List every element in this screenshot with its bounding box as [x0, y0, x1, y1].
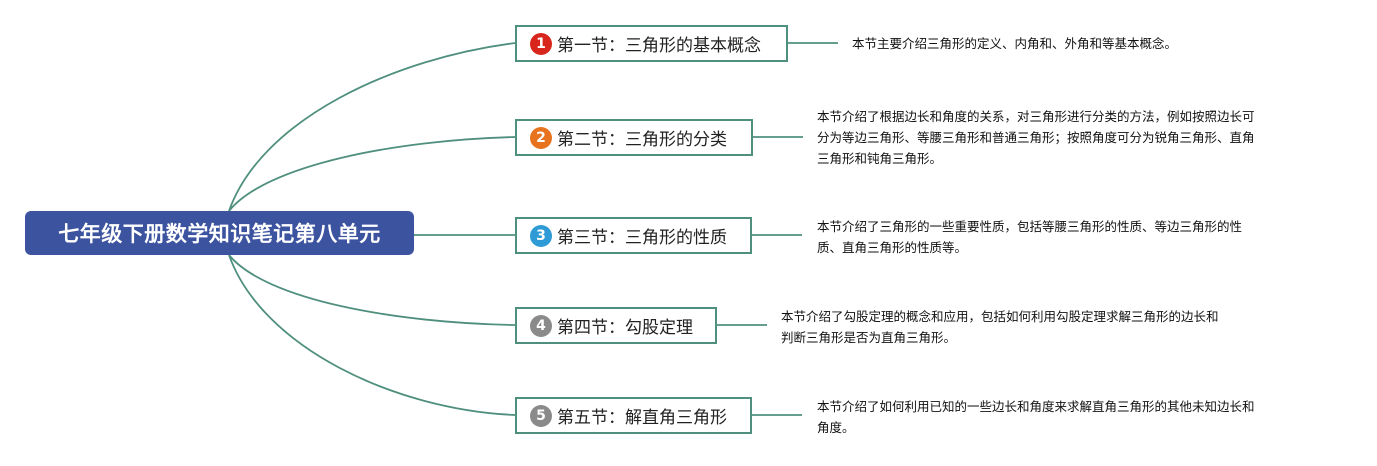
number-badge-icon: 2 [530, 126, 552, 149]
branch-title: 第五节：解直角三角形 [557, 408, 727, 428]
branch-node-4[interactable]: 4 第四节：勾股定理 [515, 307, 717, 344]
branch-node-3[interactable]: 3 第三节：三角形的性质 [515, 217, 752, 254]
root-topic-label: 七年级下册数学知识笔记第八单元 [58, 222, 381, 246]
connector-root-branch-1 [228, 42, 516, 212]
branch-title: 第二节：三角形的分类 [557, 130, 727, 150]
branch-description-5: 本节介绍了如何利用已知的一些边长和角度来求解直角三角形的其他未知边长和 角度。 [817, 396, 1255, 438]
branch-description-3: 本节介绍了三角形的一些重要性质，包括等腰三角形的性质、等边三角形的性 质、直角三… [817, 216, 1242, 258]
branch-description-1: 本节主要介绍三角形的定义、内角和、外角和等基本概念。 [852, 33, 1177, 54]
branch-node-5[interactable]: 5 第五节：解直角三角形 [515, 397, 752, 434]
branch-node-2[interactable]: 2 第二节：三角形的分类 [515, 119, 753, 156]
number-badge-icon: 3 [530, 224, 552, 247]
connector-root-branch-4 [228, 254, 516, 326]
branch-description-2: 本节介绍了根据边长和角度的关系，对三角形进行分类的方法，例如按照边长可 分为等边… [817, 106, 1255, 169]
branch-title: 第四节：勾股定理 [557, 318, 693, 338]
description-line: 分为等边三角形、等腰三角形和普通三角形；按照角度可分为锐角三角形、直角 [817, 130, 1255, 145]
branch-node-1[interactable]: 1 第一节：三角形的基本概念 [515, 25, 788, 62]
branch-description-4: 本节介绍了勾股定理的概念和应用，包括如何利用勾股定理求解三角形的边长和 判断三角… [781, 306, 1219, 348]
number-badge-icon: 5 [530, 404, 552, 427]
description-line: 本节主要介绍三角形的定义、内角和、外角和等基本概念。 [852, 36, 1178, 51]
description-line: 角度。 [817, 420, 855, 435]
connector-root-branch-5 [228, 254, 516, 416]
description-line: 三角形和钝角三角形。 [817, 151, 943, 166]
number-badge-icon: 4 [530, 314, 552, 337]
root-topic[interactable]: 七年级下册数学知识笔记第八单元 [25, 211, 414, 255]
description-line: 本节介绍了三角形的一些重要性质，包括等腰三角形的性质、等边三角形的性 [817, 219, 1243, 234]
description-line: 本节介绍了如何利用已知的一些边长和角度来求解直角三角形的其他未知边长和 [817, 399, 1255, 414]
branch-title: 第三节：三角形的性质 [557, 228, 727, 248]
connector-root-branch-2 [228, 136, 516, 212]
description-line: 本节介绍了勾股定理的概念和应用，包括如何利用勾股定理求解三角形的边长和 [781, 309, 1219, 324]
description-line: 本节介绍了根据边长和角度的关系，对三角形进行分类的方法，例如按照边长可 [817, 109, 1255, 124]
number-badge-icon: 1 [530, 32, 552, 55]
description-line: 质、直角三角形的性质等。 [817, 240, 968, 255]
description-line: 判断三角形是否为直角三角形。 [781, 330, 957, 345]
branch-title: 第一节：三角形的基本概念 [557, 36, 761, 56]
